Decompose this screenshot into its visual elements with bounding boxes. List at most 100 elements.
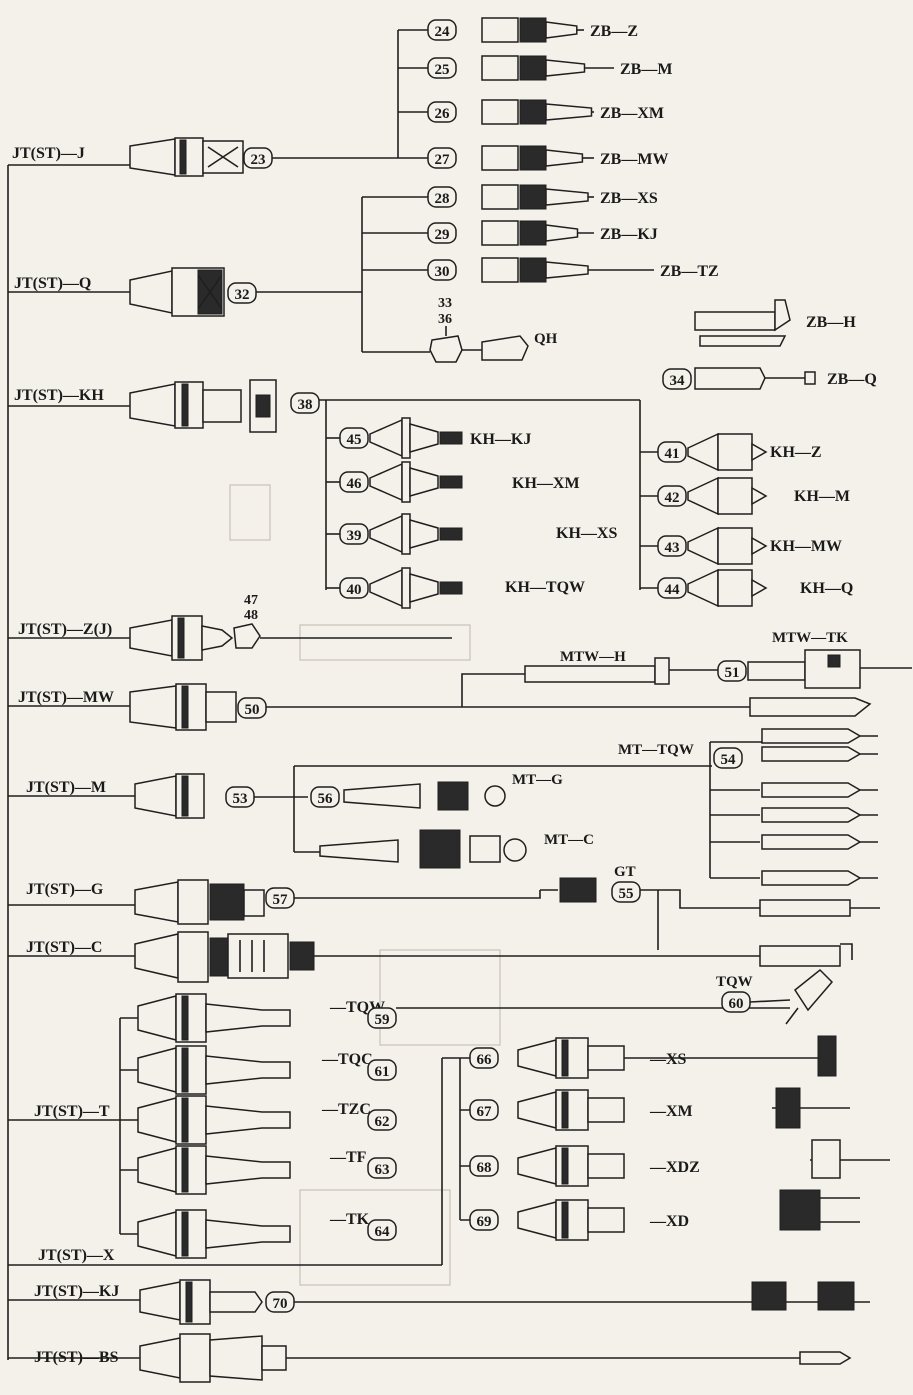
label-63: —TF <box>329 1149 367 1166</box>
branch-t: JT(ST)—T <box>8 1018 138 1234</box>
svg-text:QH: QH <box>534 331 558 347</box>
label-44: KH—Q <box>800 580 853 597</box>
node-50: 50 <box>238 698 266 718</box>
node-55: 56 <box>311 787 339 807</box>
svg-text:61: 61 <box>375 1064 390 1080</box>
svg-text:69: 69 <box>477 1214 492 1230</box>
root-label-bs: JT(ST)—BS <box>34 1349 119 1366</box>
zb-tool-29 <box>482 221 594 245</box>
svg-text:MTW—H: MTW—H <box>560 649 626 665</box>
label-64: —TK <box>329 1211 370 1228</box>
svg-text:64: 64 <box>375 1224 391 1240</box>
branch-bs: JT(ST)—BS <box>8 1334 850 1382</box>
kh-tool-43 <box>688 528 766 564</box>
label-25: ZB—M <box>620 61 672 78</box>
branch-q: JT(ST)—Q 32 <box>8 197 430 352</box>
node-57: 57 <box>266 888 294 908</box>
kh-tool-41 <box>688 434 766 470</box>
t-items: —TQW59—TQC61—TZC62—TF63—TK64 <box>138 994 790 1258</box>
root-label-kh: JT(ST)—KH <box>14 387 104 404</box>
node-54: 54 <box>714 748 742 768</box>
node-38: 38 <box>291 393 319 413</box>
node-28: 28 <box>428 187 456 207</box>
svg-text:TQW: TQW <box>716 974 753 990</box>
svg-text:67: 67 <box>477 1104 493 1120</box>
svg-text:41: 41 <box>665 446 680 462</box>
node-42: 42 <box>658 486 686 506</box>
zb-tool-25 <box>482 56 614 80</box>
svg-text:28: 28 <box>435 191 450 207</box>
tqw-60: TQW 60 <box>716 970 832 1024</box>
svg-text:38: 38 <box>298 397 313 413</box>
root-label-q: JT(ST)—Q <box>14 275 91 292</box>
mt-tqw-tool <box>762 835 878 849</box>
svg-text:62: 62 <box>375 1114 390 1130</box>
label-69: —XD <box>649 1213 689 1230</box>
svg-text:MTW—TK: MTW—TK <box>772 630 848 646</box>
svg-text:51: 51 <box>725 665 740 681</box>
svg-text:47: 47 <box>244 593 258 608</box>
svg-text:39: 39 <box>347 528 362 544</box>
node-41: 41 <box>658 442 686 462</box>
label-40: KH—TQW <box>505 579 585 596</box>
svg-text:36: 36 <box>438 312 452 327</box>
zb-items: 24ZB—Z25ZB—M26ZB—XM27ZB—MW28ZB—XS29ZB—KJ… <box>428 18 719 282</box>
node-51: 51 <box>718 661 746 681</box>
node-24: 24 <box>428 20 456 40</box>
svg-text:40: 40 <box>347 582 362 598</box>
branch-zj: JT(ST)—Z(J) 47 48 <box>8 593 452 660</box>
node-26: 26 <box>428 102 456 122</box>
node-66: 66 <box>470 1048 498 1068</box>
svg-text:63: 63 <box>375 1162 390 1178</box>
node-61: 61 <box>368 1060 396 1080</box>
svg-text:68: 68 <box>477 1160 492 1176</box>
node-70: 70 <box>266 1292 294 1312</box>
svg-text:45: 45 <box>347 432 362 448</box>
label-66: —XS <box>649 1051 687 1068</box>
node-27: 27 <box>428 148 456 168</box>
svg-text:30: 30 <box>435 264 450 280</box>
label-42: KH—M <box>794 488 850 505</box>
x-tool-68 <box>518 1146 624 1186</box>
mt-tqw-tool <box>762 808 878 822</box>
svg-text:34: 34 <box>670 373 686 389</box>
kh-tool-46 <box>370 462 462 502</box>
zb-tool-27 <box>482 146 594 170</box>
x-tool-66 <box>518 1038 624 1078</box>
branch-g: JT(ST)—G 57 GT 55 <box>8 864 880 950</box>
label-68: —XDZ <box>649 1159 700 1176</box>
svg-text:59: 59 <box>375 1012 390 1028</box>
x-tool-67 <box>518 1090 624 1130</box>
mt-tqw-tool <box>762 729 878 743</box>
node-29: 29 <box>428 223 456 243</box>
root-label-kj: JT(ST)—KJ <box>34 1283 119 1300</box>
node-39: 39 <box>340 524 368 544</box>
label-46: KH—XM <box>512 475 580 492</box>
node-25: 25 <box>428 58 456 78</box>
qh-group: 33 36 QH ZB—H 34 ZB—Q <box>430 296 877 389</box>
mt-tqw-tool <box>762 871 878 885</box>
label-43: KH—MW <box>770 538 842 555</box>
mt-tqw-tool <box>762 783 878 797</box>
svg-text:43: 43 <box>665 540 680 556</box>
node-43: 43 <box>658 536 686 556</box>
svg-text:60: 60 <box>729 996 744 1012</box>
label-29: ZB—KJ <box>600 226 658 243</box>
svg-text:48: 48 <box>244 608 258 623</box>
svg-text:55: 55 <box>619 886 634 902</box>
svg-text:56: 56 <box>318 791 334 807</box>
node-44: 44 <box>658 578 686 598</box>
root-label-j: JT(ST)—J <box>12 145 85 162</box>
label-67: —XM <box>649 1103 693 1120</box>
t-tool-64 <box>138 1210 290 1258</box>
label-28: ZB—XS <box>600 190 658 207</box>
svg-text:57: 57 <box>273 892 289 908</box>
kh-tool-40 <box>370 568 462 608</box>
label-24: ZB—Z <box>590 23 638 40</box>
branch-j: JT(ST)—J 23 <box>8 30 428 176</box>
node-46: 46 <box>340 472 368 492</box>
node-30: 30 <box>428 260 456 280</box>
root-label-g: JT(ST)—G <box>26 881 104 898</box>
node-69: 69 <box>470 1210 498 1230</box>
